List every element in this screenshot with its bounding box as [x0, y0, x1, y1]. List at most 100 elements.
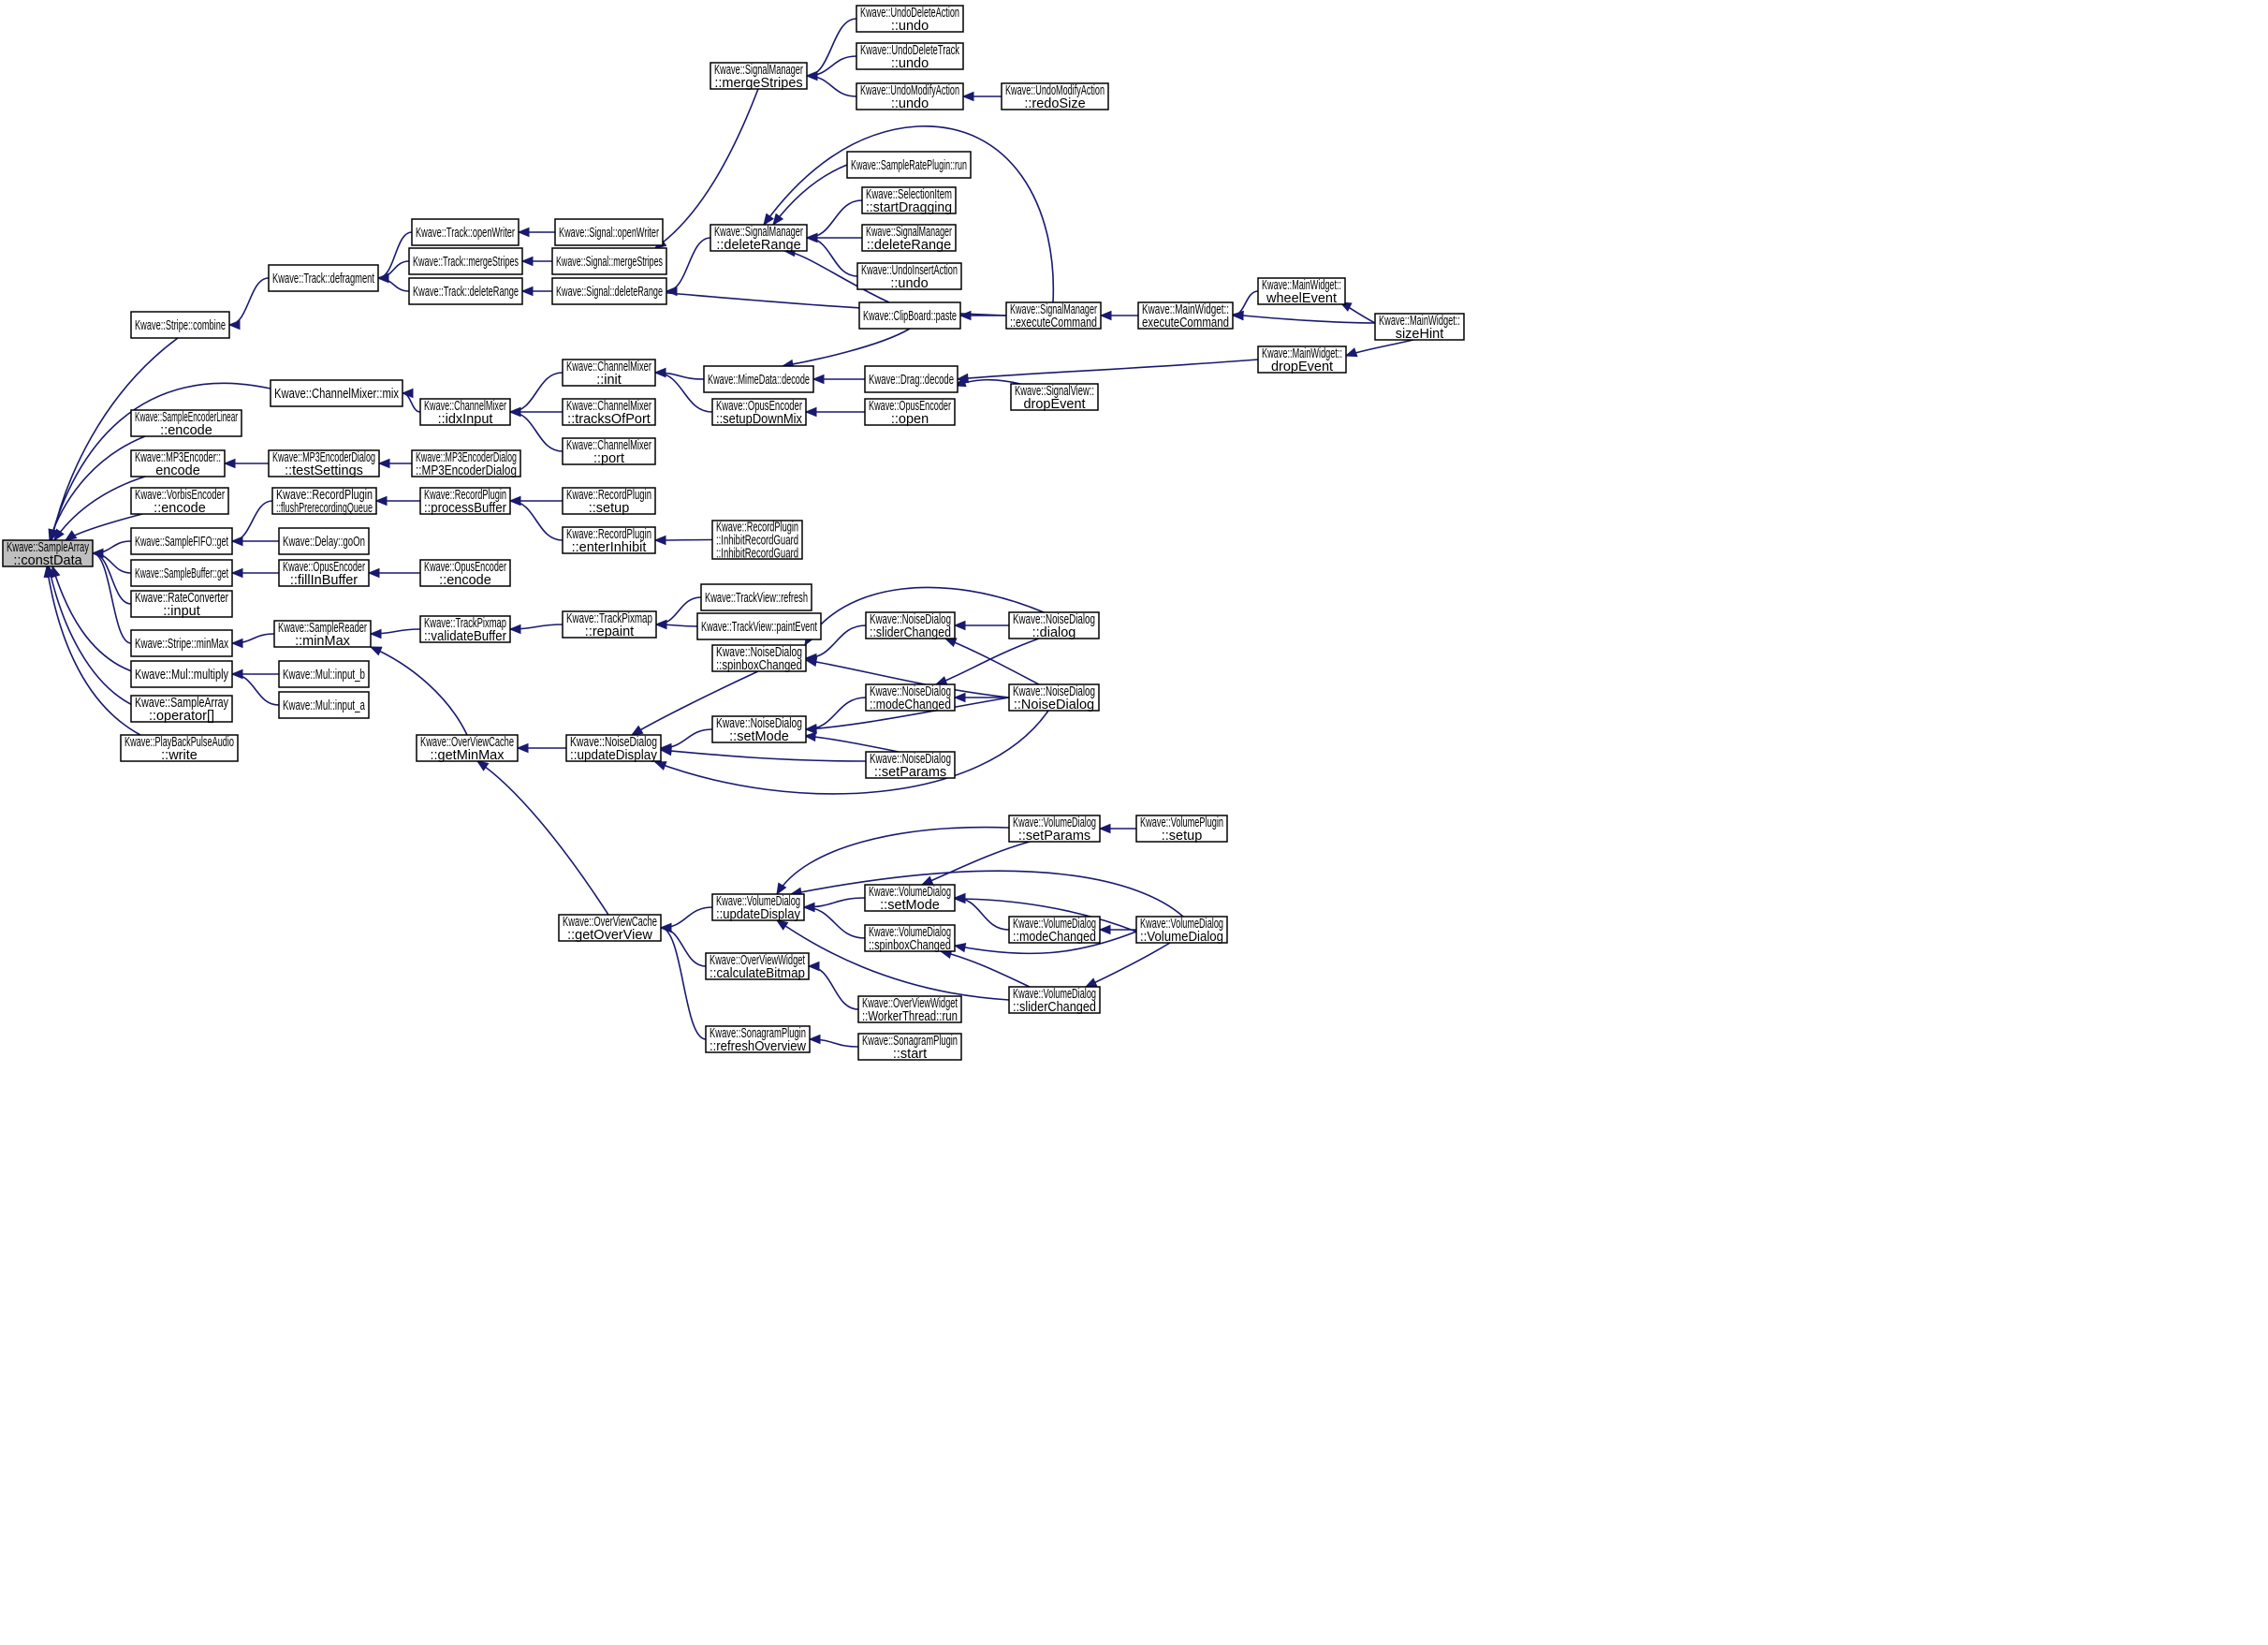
graph-node[interactable]: Kwave::VolumeDialog::setMode	[864, 884, 956, 913]
graph-node[interactable]: Kwave::SonagramPlugin::start	[857, 1033, 962, 1062]
graph-node[interactable]: Kwave::MimeData::decode	[703, 365, 814, 393]
edge-line	[476, 760, 609, 916]
graph-node[interactable]: Kwave::SignalManager::mergeStripes	[710, 62, 808, 91]
graph-node[interactable]: Kwave::OpusEncoder::encode	[419, 559, 511, 588]
graph-node[interactable]: Kwave::SampleArray::constData	[2, 539, 94, 568]
graph-node[interactable]: Kwave::Drag::decode	[864, 365, 958, 393]
graph-node[interactable]: Kwave::SignalManager::deleteRange	[861, 224, 957, 253]
graph-node[interactable]: Kwave::SampleArray::operator[]	[130, 695, 233, 724]
graph-node[interactable]: Kwave::MP3EncoderDialog::MP3EncoderDialo…	[411, 449, 521, 478]
graph-node[interactable]: Kwave::MP3Encoder::encode	[130, 449, 226, 478]
graph-node[interactable]: Kwave::Delay::goOn	[278, 527, 370, 555]
graph-node[interactable]: Kwave::Stripe::minMax	[130, 629, 233, 657]
graph-node[interactable]: Kwave::SampleEncoderLinear::encode	[130, 409, 242, 438]
graph-node[interactable]: Kwave::MainWidget::dropEvent	[1257, 345, 1347, 375]
graph-node[interactable]: Kwave::SonagramPlugin::refreshOverview	[705, 1025, 811, 1054]
graph-node[interactable]: Kwave::RecordPlugin::enterInhibit	[562, 526, 656, 555]
graph-node[interactable]: Kwave::Signal::deleteRange	[551, 277, 667, 305]
edge-arrowhead	[1098, 924, 1111, 935]
graph-node[interactable]: Kwave::VolumeDialog::setParams	[1008, 815, 1101, 844]
graph-node[interactable]: Kwave::ChannelMixer::port	[562, 437, 656, 466]
graph-node[interactable]: Kwave::RecordPlugin::InhibitRecordGuard:…	[711, 520, 803, 562]
graph-node[interactable]: Kwave::ChannelMixer::init	[562, 359, 656, 388]
graph-node[interactable]: Kwave::UndoModifyAction::undo	[856, 82, 964, 111]
graph-node[interactable]: Kwave::RecordPlugin::flushPrerecordingQu…	[271, 487, 377, 516]
graph-node[interactable]: Kwave::MainWidget::sizeHint	[1374, 313, 1465, 342]
graph-node[interactable]: Kwave::UndoDeleteTrack::undo	[856, 42, 964, 71]
node-label: ::validateBuffer	[424, 629, 506, 644]
graph-node[interactable]: Kwave::Mul::multiply	[130, 660, 233, 688]
graph-node[interactable]: Kwave::VolumePlugin::setup	[1135, 815, 1228, 844]
graph-node[interactable]: Kwave::NoiseDialog::setParams	[865, 751, 956, 780]
graph-node[interactable]: Kwave::TrackView::refresh	[700, 583, 812, 611]
call-edge	[508, 406, 563, 452]
graph-node[interactable]: Kwave::SampleBuffer::get	[130, 559, 233, 587]
node-box	[846, 151, 972, 179]
graph-node[interactable]: Kwave::NoiseDialog::dialog	[1008, 611, 1100, 640]
graph-node[interactable]: Kwave::OpusEncoder::open	[864, 398, 956, 427]
graph-node[interactable]: Kwave::OpusEncoder::setupDownMix	[711, 398, 807, 427]
graph-node[interactable]: Kwave::SignalManager::executeCommand	[1005, 301, 1102, 330]
graph-node[interactable]: Kwave::ChannelMixer::tracksOfPort	[562, 398, 656, 427]
graph-node[interactable]: Kwave::UndoInsertAction::undo	[856, 262, 962, 291]
graph-node[interactable]: Kwave::VolumeDialog::VolumeDialog	[1135, 916, 1228, 945]
graph-node[interactable]: Kwave::VorbisEncoder::encode	[130, 487, 229, 516]
graph-node[interactable]: Kwave::Signal::openWriter	[554, 218, 664, 246]
graph-node[interactable]: Kwave::Stripe::combine	[130, 311, 230, 339]
node-label: Kwave::VolumeDialog	[1013, 987, 1096, 1002]
graph-node[interactable]: Kwave::RecordPlugin::setup	[562, 487, 656, 516]
graph-node[interactable]: Kwave::Track::deleteRange	[408, 277, 523, 305]
graph-node[interactable]: Kwave::NoiseDialog::modeChanged	[865, 683, 956, 712]
node-label: Kwave::OpusEncoder	[283, 560, 365, 575]
graph-node[interactable]: Kwave::OverViewCache::getOverView	[558, 914, 662, 943]
graph-node[interactable]: Kwave::TrackView::paintEvent	[696, 612, 822, 640]
graph-node[interactable]: Kwave::Track::openWriter	[411, 218, 519, 246]
node-label: sizeHint	[1396, 327, 1444, 342]
node-label: Kwave::Drag::decode	[869, 373, 954, 388]
graph-node[interactable]: Kwave::RecordPlugin::processBuffer	[419, 487, 511, 516]
graph-node[interactable]: Kwave::Mul::input_a	[278, 691, 370, 719]
graph-node[interactable]: Kwave::OverViewCache::getMinMax	[416, 734, 519, 763]
graph-node[interactable]: Kwave::SampleFIFO::get	[130, 527, 233, 555]
graph-node[interactable]: Kwave::TrackPixmap::validateBuffer	[419, 615, 511, 644]
call-edge	[802, 902, 866, 939]
graph-node[interactable]: Kwave::OverViewWidget::WorkerThread::run	[857, 995, 962, 1024]
graph-node[interactable]: Kwave::Mul::input_b	[278, 660, 370, 688]
edge-arrowhead	[1098, 823, 1111, 834]
graph-node[interactable]: Kwave::MP3EncoderDialog::testSettings	[268, 449, 380, 478]
graph-node[interactable]: Kwave::SampleReader::minMax	[273, 620, 372, 649]
graph-node[interactable]: Kwave::VolumeDialog::updateDisplay	[711, 893, 805, 922]
graph-node[interactable]: Kwave::SampleRatePlugin::run	[846, 151, 972, 179]
graph-node[interactable]: Kwave::VolumeDialog::spinboxChanged	[864, 924, 956, 953]
graph-node[interactable]: Kwave::TrackPixmap::repaint	[562, 610, 657, 639]
call-edge	[516, 742, 567, 754]
graph-node[interactable]: Kwave::MainWidget::executeCommand	[1137, 301, 1234, 330]
edge-arrowhead	[920, 875, 934, 886]
call-edge	[374, 495, 420, 507]
graph-node[interactable]: Kwave::Signal::mergeStripes	[551, 247, 667, 275]
graph-node[interactable]: Kwave::ClipBoard::paste	[858, 301, 961, 330]
graph-node[interactable]: Kwave::UndoDeleteAction::undo	[856, 5, 964, 34]
edge-arrowhead	[508, 406, 521, 418]
graph-node[interactable]: Kwave::ChannelMixer::idxInput	[419, 398, 511, 427]
graph-node[interactable]: Kwave::NoiseDialog::spinboxChanged	[711, 644, 807, 673]
graph-node[interactable]: Kwave::VolumeDialog::sliderChanged	[1008, 986, 1101, 1015]
graph-node[interactable]: Kwave::Track::mergeStripes	[408, 247, 523, 275]
graph-node[interactable]: Kwave::PlayBackPulseAudio::write	[120, 734, 239, 763]
node-label: Kwave::SampleArray	[7, 540, 89, 555]
graph-node[interactable]: Kwave::MainWidget::wheelEvent	[1257, 277, 1346, 306]
graph-node[interactable]: Kwave::NoiseDialog::NoiseDialog	[1008, 683, 1100, 712]
graph-node[interactable]: Kwave::OverViewWidget::calculateBitmap	[705, 952, 810, 981]
graph-node[interactable]: Kwave::OpusEncoder::fillInBuffer	[278, 559, 370, 588]
graph-node[interactable]: Kwave::NoiseDialog::setMode	[711, 715, 807, 744]
graph-node[interactable]: Kwave::ChannelMixer::mix	[270, 379, 403, 407]
graph-node[interactable]: Kwave::UndoModifyAction::redoSize	[1001, 82, 1109, 111]
graph-node[interactable]: Kwave::VolumeDialog::modeChanged	[1008, 916, 1101, 945]
graph-node[interactable]: Kwave::NoiseDialog::updateDisplay	[565, 734, 662, 763]
graph-node[interactable]: Kwave::RateConverter::input	[130, 590, 233, 619]
graph-node[interactable]: Kwave::SelectionItem::startDragging	[861, 186, 957, 215]
graph-node[interactable]: Kwave::NoiseDialog::sliderChanged	[865, 611, 956, 640]
graph-node[interactable]: Kwave::SignalView::dropEvent	[1010, 383, 1099, 412]
graph-node[interactable]: Kwave::Track::defragment	[268, 264, 379, 292]
graph-node[interactable]: Kwave::SignalManager::deleteRange	[710, 224, 808, 253]
